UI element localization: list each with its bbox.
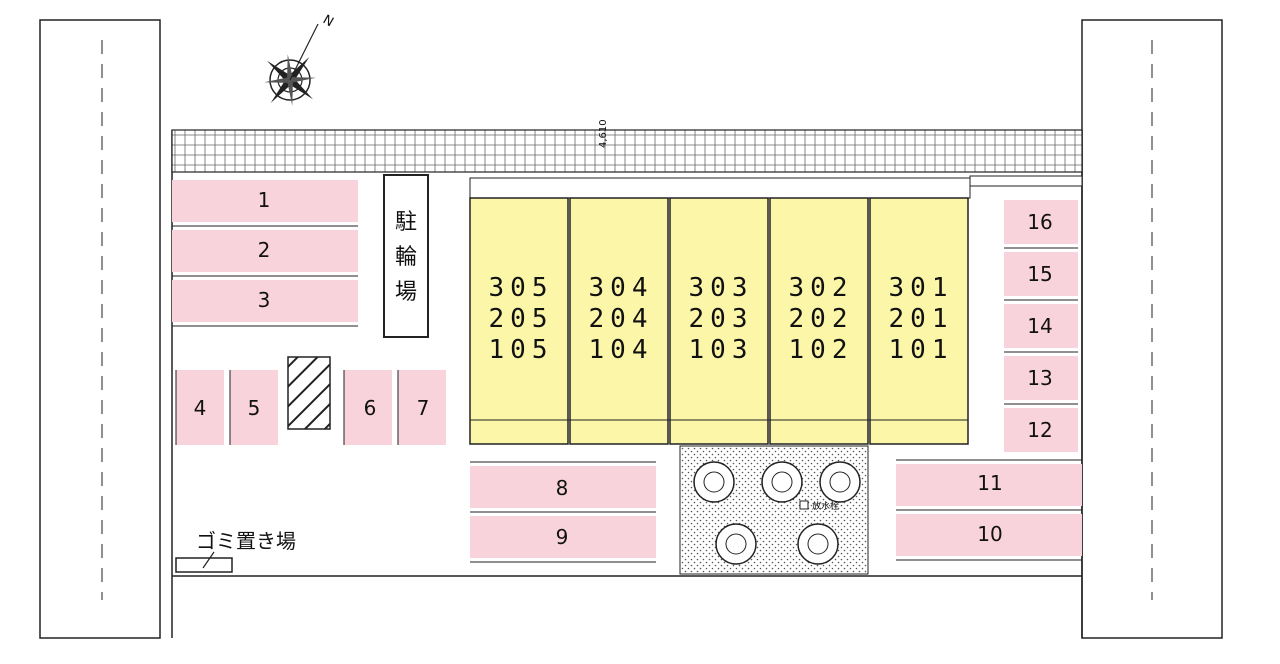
parking-space-4: 4	[194, 396, 207, 420]
unit-105: 105	[489, 335, 554, 365]
unit-204: 204	[589, 304, 654, 334]
unit-303: 303	[689, 273, 754, 303]
unit-103: 103	[689, 335, 754, 365]
unit-201: 201	[889, 304, 954, 334]
parking-space-9: 9	[556, 525, 569, 549]
garbage-box	[175, 557, 233, 573]
parking-space-7: 7	[417, 396, 430, 420]
unit-302: 302	[789, 273, 854, 303]
unit-104: 104	[589, 335, 654, 365]
unit-102: 102	[789, 335, 854, 365]
parking-space-15: 15	[1027, 262, 1052, 286]
unit-301: 301	[889, 273, 954, 303]
unit-202: 202	[789, 304, 854, 334]
parking-column-12-16	[1004, 200, 1078, 452]
parking-space-10: 10	[977, 522, 1002, 546]
bike-parking-box	[383, 174, 429, 338]
unit-203: 203	[689, 304, 754, 334]
parking-space-3: 3	[258, 288, 271, 312]
unit-205: 205	[489, 304, 554, 334]
compass-icon	[264, 23, 319, 106]
parking-space-16: 16	[1027, 210, 1052, 234]
parking-space-1: 1	[258, 188, 271, 212]
parking-space-11: 11	[977, 471, 1002, 495]
garbage-label: ゴミ置き場	[196, 529, 296, 553]
hedge-strip	[171, 129, 1083, 187]
bike-parking-label-1: 駐	[395, 210, 417, 235]
parking-row-8-9	[470, 461, 656, 563]
unit-101: 101	[889, 335, 954, 365]
garbage-leader-line	[202, 551, 215, 569]
unit-304: 304	[589, 273, 654, 303]
apartment-building	[469, 177, 971, 445]
north-label: N	[320, 12, 336, 30]
left-road	[39, 19, 161, 639]
parking-space-12: 12	[1027, 418, 1052, 442]
parking-space-14: 14	[1027, 314, 1052, 338]
garden-area	[679, 445, 869, 575]
parking-left-group	[172, 180, 358, 327]
bike-parking-label-2: 輪	[395, 245, 417, 270]
parking-space-6: 6	[364, 396, 377, 420]
bike-parking-label-3: 場	[395, 280, 417, 305]
drain-label: 放水栓	[812, 500, 839, 512]
parking-space-8: 8	[556, 476, 569, 500]
parking-space-5: 5	[248, 396, 261, 420]
parking-row-10-11	[896, 459, 1082, 561]
no-parking-hatched-area	[287, 356, 331, 430]
unit-305: 305	[489, 273, 554, 303]
road-dimension: 4,610	[598, 119, 609, 148]
parking-space-2: 2	[258, 238, 271, 262]
parking-space-13: 13	[1027, 366, 1052, 390]
right-road	[1081, 19, 1223, 639]
parking-row-4-7	[175, 356, 446, 445]
